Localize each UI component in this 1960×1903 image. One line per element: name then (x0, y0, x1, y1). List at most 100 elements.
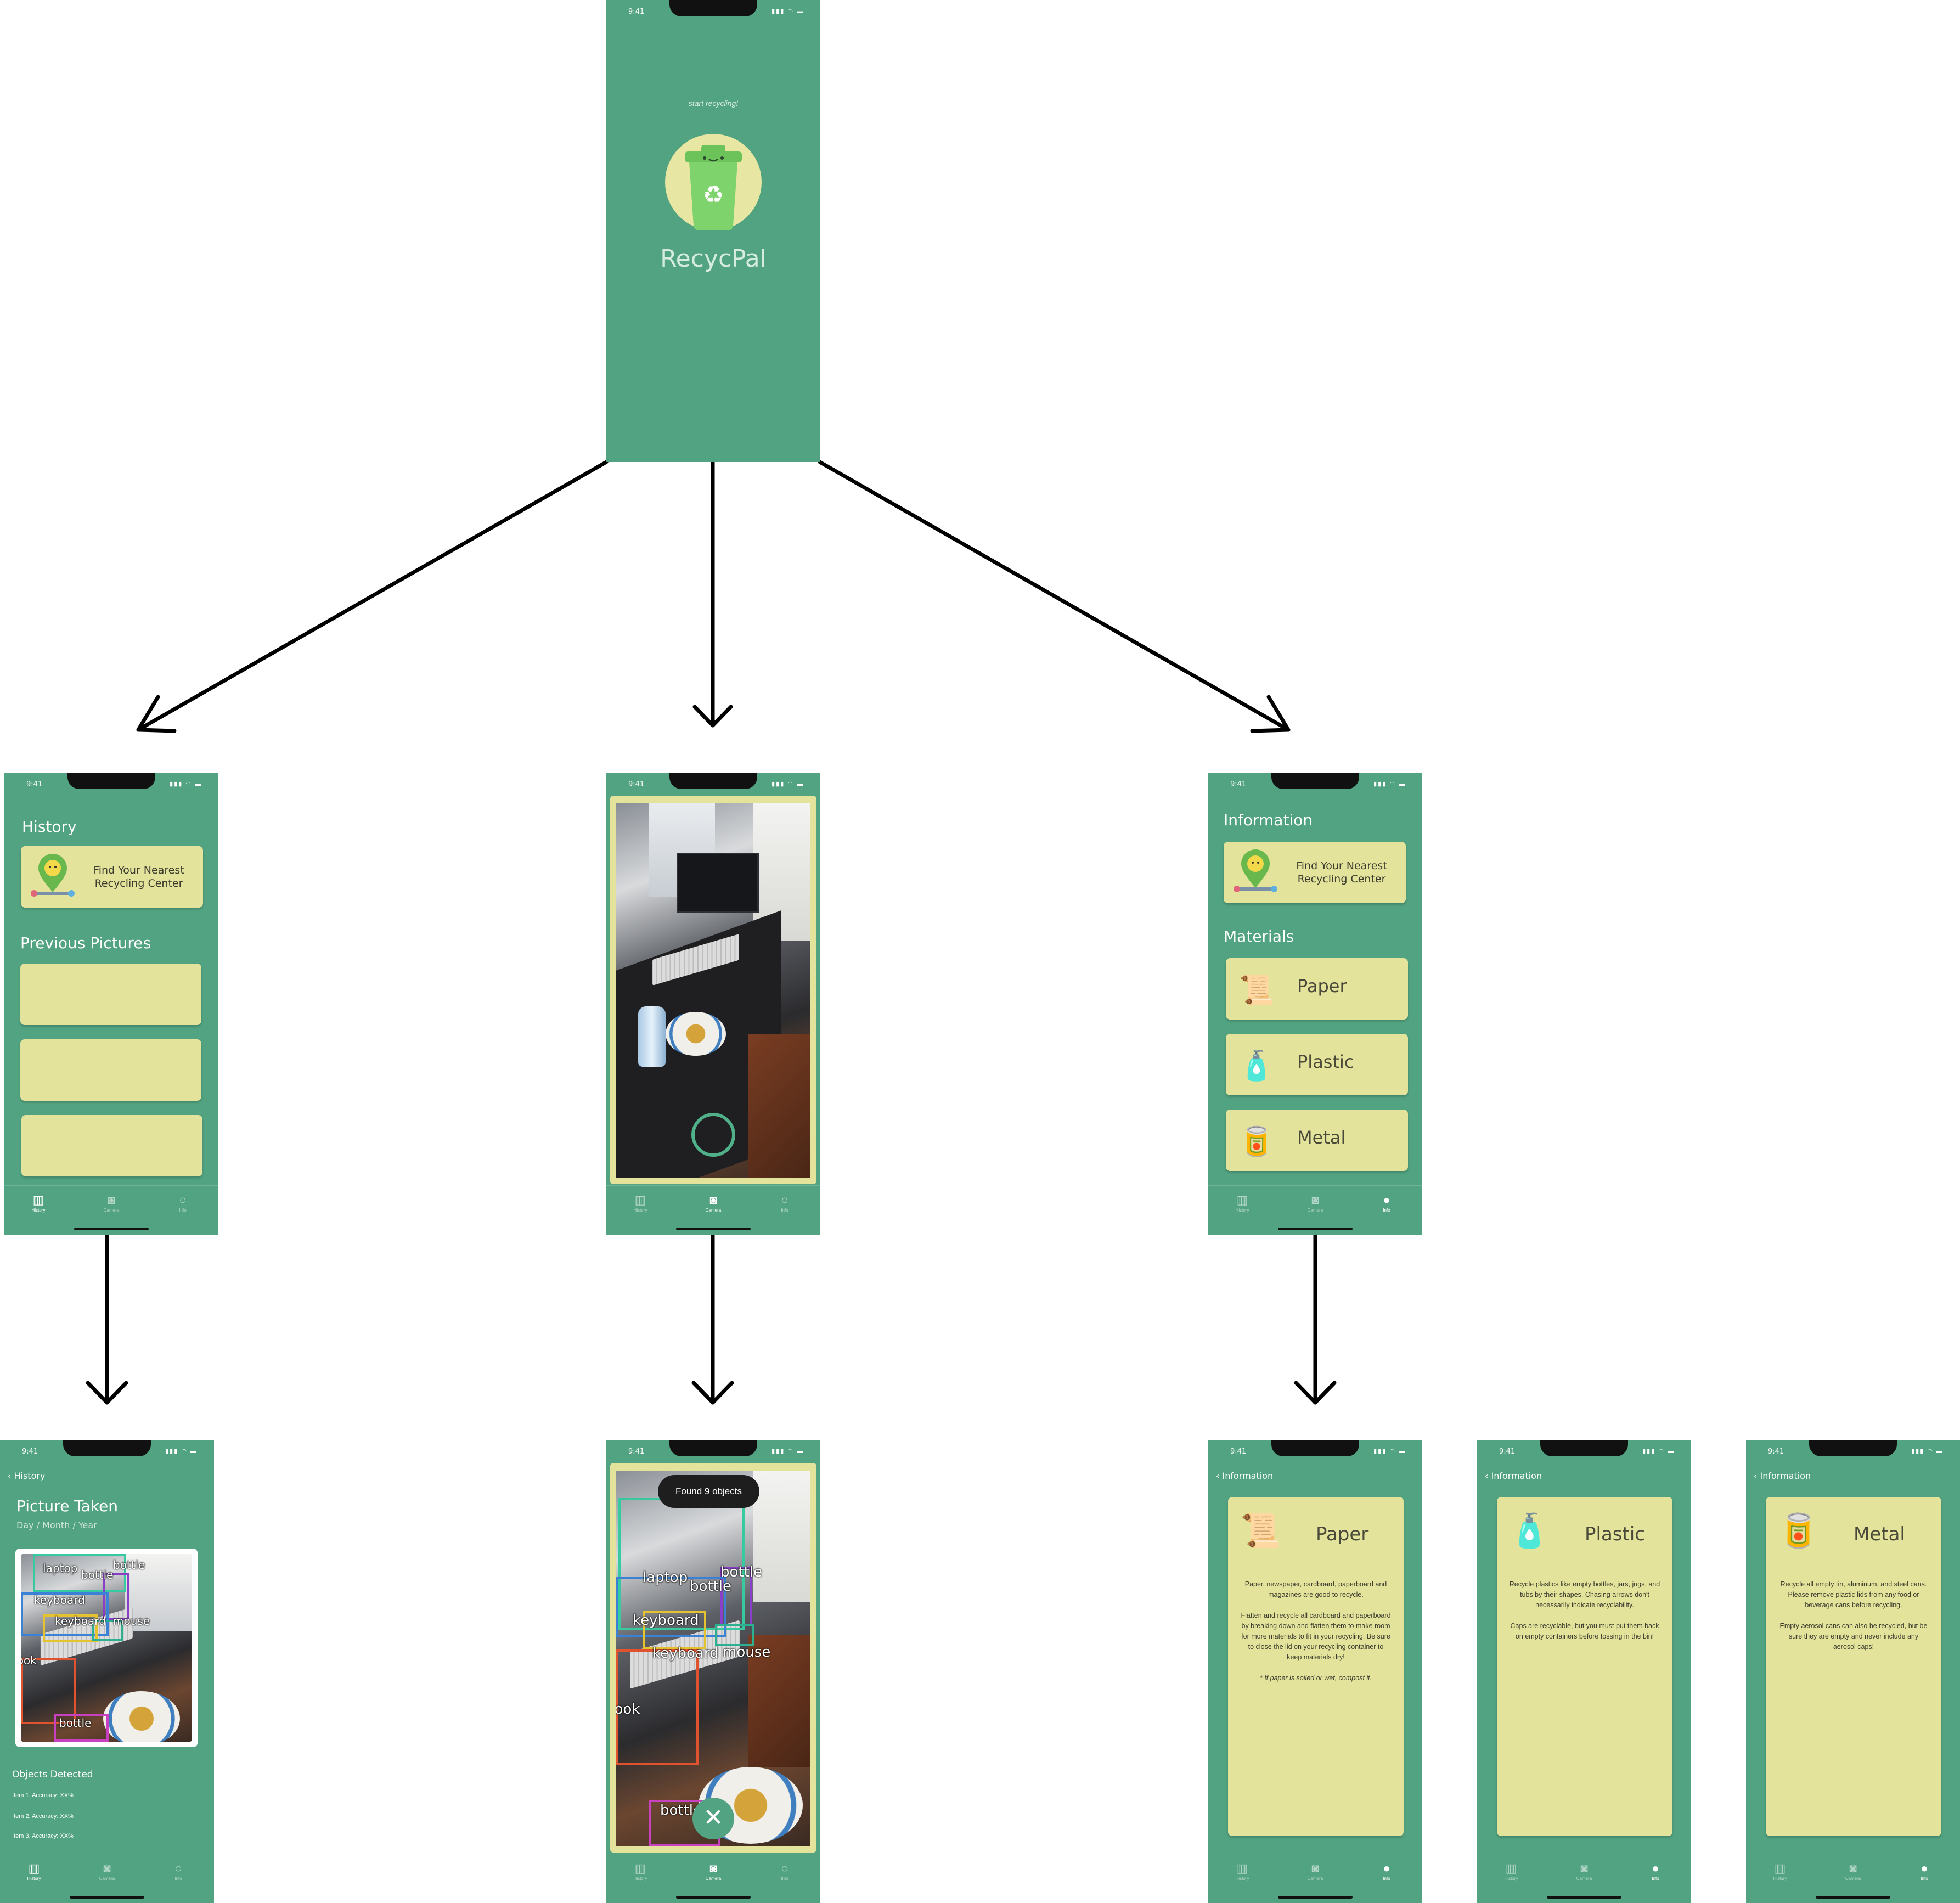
metal-detail-screen: 9:41 ▮▮▮ ◠ ▬ ‹ Information 🥫 Metal Recyc… (1746, 1440, 1960, 1903)
information-screen: 9:41 ▮▮▮ ◠ ▬ Information Find Your Neare… (1208, 773, 1422, 1235)
close-icon: ✕ (703, 1804, 724, 1831)
detail-title: Plastic (1585, 1523, 1645, 1545)
home-indicator (1278, 1228, 1353, 1230)
status-time: 9:41 (1230, 1448, 1247, 1456)
tab-history[interactable]: ▥ History (618, 1862, 662, 1882)
detection-viewfinder[interactable]: laptop bottle bottle keyboard keyboard m… (616, 1471, 810, 1846)
tab-info[interactable]: ● Info (1365, 1193, 1409, 1213)
status-icons: ▮▮▮ ◠ ▬ (1373, 781, 1406, 787)
camera-icon: ◙ (1849, 1861, 1857, 1875)
splash-screen: 9:41 ▮▮▮ ◠ ▬ start recycling! ♻ RecycPal (606, 0, 820, 462)
detection-label: laptop (643, 1569, 688, 1586)
plate (666, 1012, 726, 1056)
detection-label: keyboard (34, 1594, 85, 1607)
tab-info[interactable]: ○ Info (161, 1193, 205, 1213)
material-paper-button[interactable]: 📜 Paper (1226, 958, 1408, 1020)
back-button[interactable]: ‹ Information (1754, 1471, 1811, 1481)
tab-camera[interactable]: ◙ Camera (1293, 1193, 1337, 1213)
detection-box (43, 1614, 98, 1642)
tab-camera[interactable]: ◙ Camera (1293, 1862, 1337, 1882)
detection-label: book (21, 1654, 37, 1667)
tab-camera[interactable]: ◙ Camera (1831, 1861, 1875, 1882)
material-metal-button[interactable]: 🥫 Metal (1226, 1110, 1408, 1171)
home-indicator (1816, 1896, 1890, 1899)
tab-history[interactable]: ▥ History (618, 1193, 662, 1213)
back-button[interactable]: ‹ Information (1485, 1471, 1542, 1481)
previous-picture-slot[interactable] (20, 964, 201, 1025)
tab-history[interactable]: ▥ History (1489, 1861, 1533, 1882)
back-button[interactable]: ‹ History (8, 1471, 46, 1481)
info-icon: ● (1383, 1193, 1390, 1207)
tab-camera[interactable]: ◙ Camera (85, 1862, 129, 1882)
history-icon: ▥ (1505, 1861, 1517, 1875)
tab-history[interactable]: ▥ History (12, 1862, 56, 1882)
detection-label: keyboard (55, 1614, 106, 1628)
metal-info-card: 🥫 Metal Recycle all empty tin, aluminum,… (1766, 1497, 1941, 1836)
tab-bar: ▥ History ◙ Camera ● Info (1208, 1185, 1422, 1235)
shutter-button[interactable] (691, 1113, 735, 1157)
status-time: 9:41 (628, 1448, 645, 1456)
previous-picture-slot[interactable] (20, 1039, 201, 1101)
detection-label: bottle (81, 1568, 114, 1581)
recycle-bin-logo-icon: ♻ (685, 145, 742, 230)
tab-info[interactable]: ○ Info (763, 1862, 807, 1882)
detection-label: bottle (720, 1564, 763, 1580)
arrow-information-to-details (1294, 1232, 1337, 1405)
camera-icon: ◙ (108, 1193, 115, 1207)
tab-info[interactable]: ● Info (1365, 1862, 1409, 1882)
picture-detail-screen: 9:41 ▮▮▮ ◠ ▬ ‹ History Picture Taken Day… (0, 1440, 214, 1903)
tab-history[interactable]: ▥ History (16, 1193, 60, 1213)
history-icon: ▥ (1774, 1861, 1786, 1875)
detected-picture[interactable]: laptop bottle bottle keyboard keyboard m… (21, 1554, 192, 1742)
status-time: 9:41 (628, 780, 645, 789)
tab-camera[interactable]: ◙ Camera (691, 1862, 735, 1882)
metal-can-icon: 🥫 (1238, 1125, 1275, 1158)
info-icon: ○ (781, 1193, 788, 1207)
found-objects-toast: Found 9 objects (658, 1475, 759, 1508)
nearest-center-label: Find Your Nearest Recycling Center (1296, 860, 1387, 885)
detail-body: Paper, newspaper, cardboard, paperboard … (1241, 1580, 1391, 1682)
paper-scroll-icon: 📜 (1238, 974, 1275, 1006)
map-pin-icon (31, 854, 75, 897)
page-title: History (22, 818, 77, 836)
tab-camera[interactable]: ◙ Camera (89, 1193, 133, 1213)
tab-camera[interactable]: ◙ Camera (1562, 1862, 1606, 1882)
history-screen: 9:41 ▮▮▮ ◠ ▬ History Find Your Nearest R… (4, 773, 218, 1235)
tab-info[interactable]: ● Info (1902, 1862, 1946, 1882)
detection-label: bottle (690, 1578, 732, 1595)
detection-box (616, 1577, 726, 1637)
detail-title: Paper (1316, 1523, 1369, 1545)
detection-box (92, 1620, 123, 1641)
tab-bar: ▥ History ◙ Camera ○ Info (606, 1854, 820, 1903)
tab-info[interactable]: ● Info (1634, 1862, 1677, 1882)
camera-viewfinder[interactable] (616, 803, 810, 1178)
tab-info[interactable]: ○ Info (156, 1862, 200, 1882)
tab-bar: ▥ History ◙ Camera ○ Info (4, 1185, 218, 1235)
history-icon: ▥ (1236, 1861, 1248, 1875)
objects-detected-title: Objects Detected (12, 1769, 93, 1780)
detail-body: Recycle all empty tin, aluminum, and ste… (1779, 1580, 1928, 1651)
tab-history[interactable]: ▥ History (1220, 1193, 1264, 1213)
detection-box (21, 1592, 109, 1636)
arrow-splash-to-history (136, 460, 609, 733)
detection-label: mouse (723, 1644, 771, 1660)
tab-info[interactable]: ○ Info (763, 1193, 807, 1213)
nearest-center-button[interactable]: Find Your Nearest Recycling Center (1224, 842, 1406, 903)
material-plastic-button[interactable]: 🧴 Plastic (1226, 1034, 1408, 1095)
status-time: 9:41 (1768, 1448, 1784, 1456)
tab-history[interactable]: ▥ History (1758, 1861, 1802, 1882)
detected-item: Item 3, Accuracy: XX% (12, 1833, 74, 1839)
detection-label: mouse (113, 1614, 150, 1628)
nearest-center-button[interactable]: Find Your Nearest Recycling Center (21, 846, 203, 908)
previous-picture-slot[interactable] (21, 1115, 202, 1176)
detection-label: bottle (59, 1716, 92, 1730)
back-button[interactable]: ‹ Information (1216, 1471, 1274, 1481)
tab-history[interactable]: ▥ History (1220, 1861, 1264, 1882)
close-button[interactable]: ✕ (692, 1798, 734, 1839)
tab-camera[interactable]: ◙ Camera (691, 1193, 735, 1213)
status-icons: ▮▮▮ ◠ ▬ (165, 1448, 198, 1455)
history-icon: ▥ (634, 1193, 646, 1207)
status-icons: ▮▮▮ ◠ ▬ (1373, 1448, 1406, 1455)
plastic-bottle-icon: 🧴 (1509, 1512, 1550, 1549)
tab-bar: ▥ History ◙ Camera ○ Info (606, 1185, 820, 1235)
